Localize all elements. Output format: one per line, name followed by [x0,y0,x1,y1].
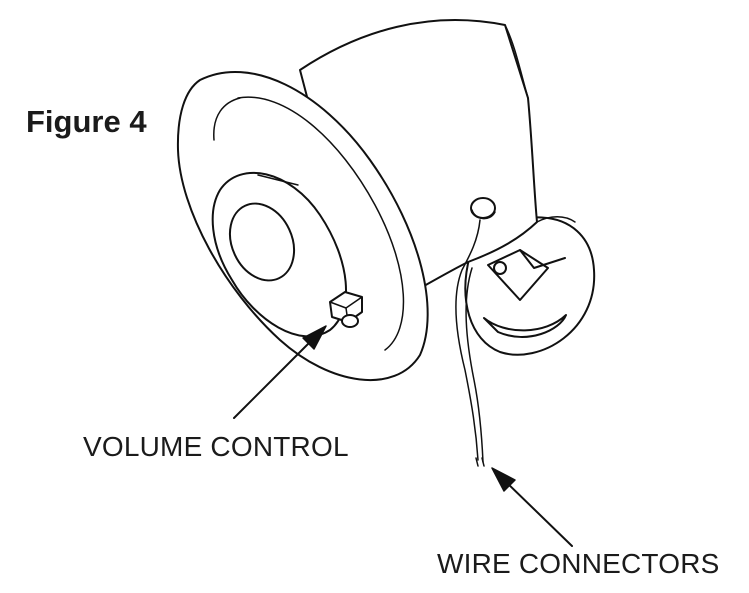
flange-inner-rim [237,96,405,351]
bracket-hole [493,261,507,275]
speaker-cone [211,171,347,338]
housing-edge [504,24,529,99]
bracket-slot [483,314,567,338]
cone-line [257,174,299,186]
bracket-tab-fold [519,249,566,269]
flange-inner-rim-2 [213,97,241,141]
volume-control-knob [329,291,363,328]
wire-connectors-arrow [491,467,573,547]
wire-2 [465,267,484,463]
volume-control-arrow [233,325,327,419]
figure-title: Figure 4 [26,104,147,139]
wire-connectors-label: WIRE CONNECTORS [437,548,720,579]
wire-tip [475,457,485,467]
cone-center [228,202,296,282]
bracket-tab [487,249,549,301]
volume-control-label: VOLUME CONTROL [83,431,349,462]
mounting-bracket [464,216,596,356]
top-screw [470,197,496,220]
wire-leads [455,219,485,467]
wire-1 [455,219,481,461]
housing-back-rim [536,216,576,223]
